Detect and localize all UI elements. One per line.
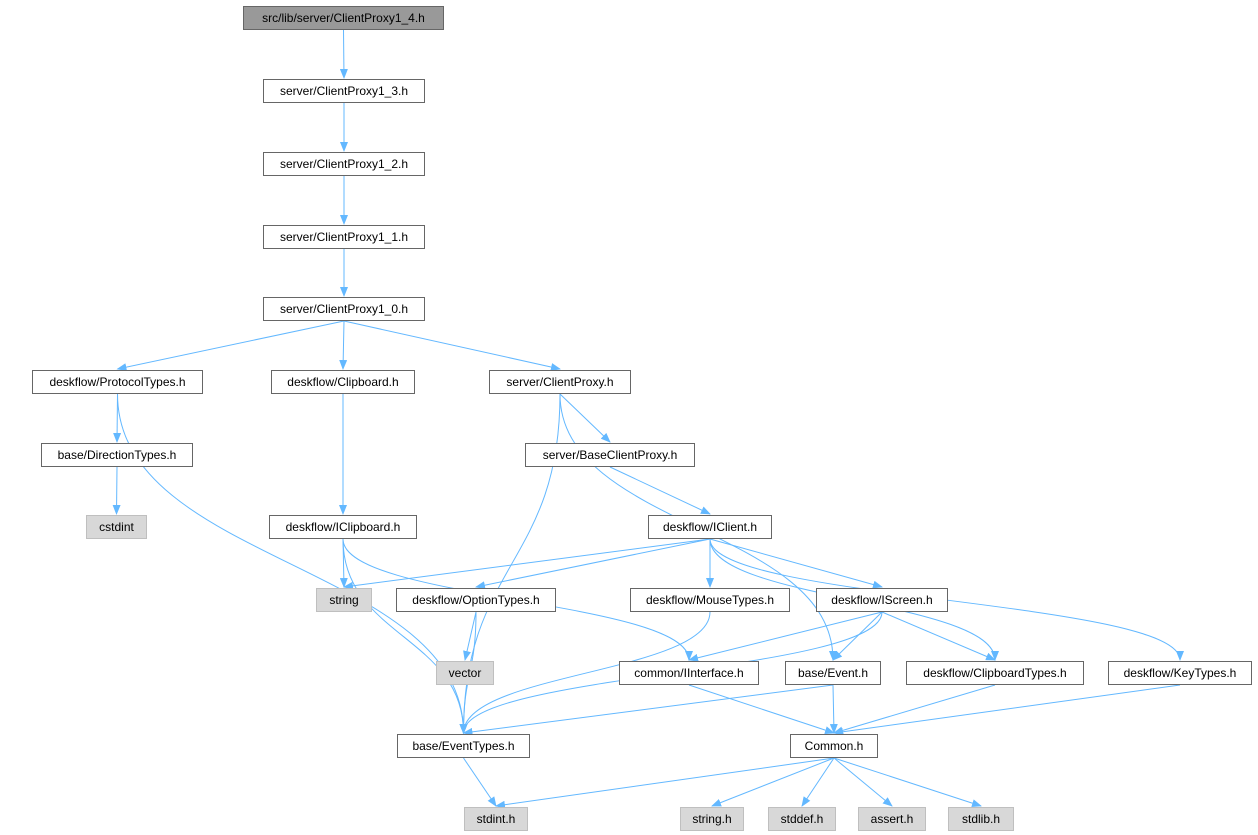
node-cp10[interactable]: server/ClientProxy1_0.h [263,297,425,321]
node-label: base/DirectionTypes.h [57,448,177,462]
node-keytypes[interactable]: deskflow/KeyTypes.h [1108,661,1252,685]
node-assert[interactable]: assert.h [858,807,926,831]
node-label: stdint.h [476,812,516,826]
edge-cp14-to-cp13 [339,29,348,79]
edge-event-to-common [829,684,838,734]
node-label: deskflow/KeyTypes.h [1123,666,1237,680]
edge-cp-to-bcp [559,393,611,443]
edge-common-to-assert [833,757,893,807]
node-label: server/ClientProxy1_1.h [279,230,409,244]
node-label: server/BaseClientProxy.h [542,448,678,462]
node-cp[interactable]: server/ClientProxy.h [489,370,631,394]
node-label: Common.h [804,739,864,753]
node-label: src/lib/server/ClientProxy1_4.h [262,11,425,25]
node-evtypes[interactable]: base/EventTypes.h [397,734,530,758]
edge-cliptypes-to-common [833,684,996,735]
node-label: deskflow/IClient.h [662,520,758,534]
edge-iscreen-to-cliptypes [881,611,996,661]
edge-evtypes-to-stdint [463,757,497,807]
node-cp11[interactable]: server/ClientProxy1_1.h [263,225,425,249]
node-iscreen[interactable]: deskflow/IScreen.h [816,588,948,612]
edge-common-to-stringh [711,757,835,807]
node-opt[interactable]: deskflow/OptionTypes.h [396,588,556,612]
edge-opt-to-vector [463,611,477,661]
node-cp13[interactable]: server/ClientProxy1_3.h [263,79,425,103]
node-label: server/ClientProxy1_2.h [279,157,409,171]
node-label: stddef.h [780,812,824,826]
node-iiface[interactable]: common/IInterface.h [619,661,759,685]
edge-keytypes-to-common [833,684,1181,736]
edge-iclient-to-iscreen [709,538,883,589]
node-event[interactable]: base/Event.h [785,661,881,685]
node-label: cstdint [99,520,134,534]
node-vector[interactable]: vector [436,661,494,685]
node-bcp[interactable]: server/BaseClientProxy.h [525,443,695,467]
node-stdint[interactable]: stdint.h [464,807,528,831]
node-label: deskflow/Clipboard.h [287,375,399,389]
node-cstdint[interactable]: cstdint [86,515,147,539]
node-label: server/ClientProxy.h [506,375,614,389]
node-label: string.h [692,812,732,826]
node-dir[interactable]: base/DirectionTypes.h [41,443,193,467]
edge-common-to-stdint [495,757,835,809]
edge-common-to-stdlib [833,757,982,808]
edge-event-to-evtypes [462,684,834,736]
edge-dir-to-cstdint [112,466,121,515]
node-label: string [329,593,359,607]
edge-cp10-to-cp [343,320,561,371]
edge-bcp-to-iclient [609,466,711,515]
edge-mouse-to-evtypes [459,611,711,734]
edge-cp10-to-clip [339,320,348,370]
node-label: deskflow/ProtocolTypes.h [49,375,186,389]
node-label: server/ClientProxy1_0.h [279,302,409,316]
node-label: base/Event.h [797,666,869,680]
node-label: vector [448,666,482,680]
node-label: common/IInterface.h [634,666,744,680]
node-stddef[interactable]: stddef.h [768,807,836,831]
edge-iclient-to-opt [475,538,711,590]
edge-iclip-to-evtypes [342,538,468,734]
node-iclient[interactable]: deskflow/IClient.h [648,515,772,539]
edge-cp10-to-proto [116,320,345,372]
node-mouse[interactable]: deskflow/MouseTypes.h [630,588,790,612]
edge-common-to-stddef [801,757,835,807]
node-common[interactable]: Common.h [790,734,878,758]
node-label: base/EventTypes.h [412,739,515,753]
node-label: stdlib.h [961,812,1001,826]
node-label: deskflow/ClipboardTypes.h [923,666,1067,680]
node-clip[interactable]: deskflow/Clipboard.h [271,370,415,394]
node-label: server/ClientProxy1_3.h [279,84,409,98]
node-cp12[interactable]: server/ClientProxy1_2.h [263,152,425,176]
node-label: deskflow/IScreen.h [831,593,933,607]
node-proto[interactable]: deskflow/ProtocolTypes.h [32,370,203,394]
node-label: deskflow/OptionTypes.h [412,593,540,607]
edge-iclient-to-string [343,538,711,590]
edge-iscreen-to-iiface [688,611,883,662]
node-stringh[interactable]: string.h [680,807,744,831]
node-cliptypes[interactable]: deskflow/ClipboardTypes.h [906,661,1084,685]
node-label: deskflow/IClipboard.h [285,520,401,534]
node-stdlib[interactable]: stdlib.h [948,807,1014,831]
node-label: assert.h [870,812,914,826]
edge-iiface-to-common [688,684,835,734]
node-label: deskflow/MouseTypes.h [645,593,775,607]
edge-iscreen-to-event [832,611,883,661]
node-string[interactable]: string [316,588,372,612]
node-cp14[interactable]: src/lib/server/ClientProxy1_4.h [243,6,444,30]
node-iclip[interactable]: deskflow/IClipboard.h [269,515,417,539]
